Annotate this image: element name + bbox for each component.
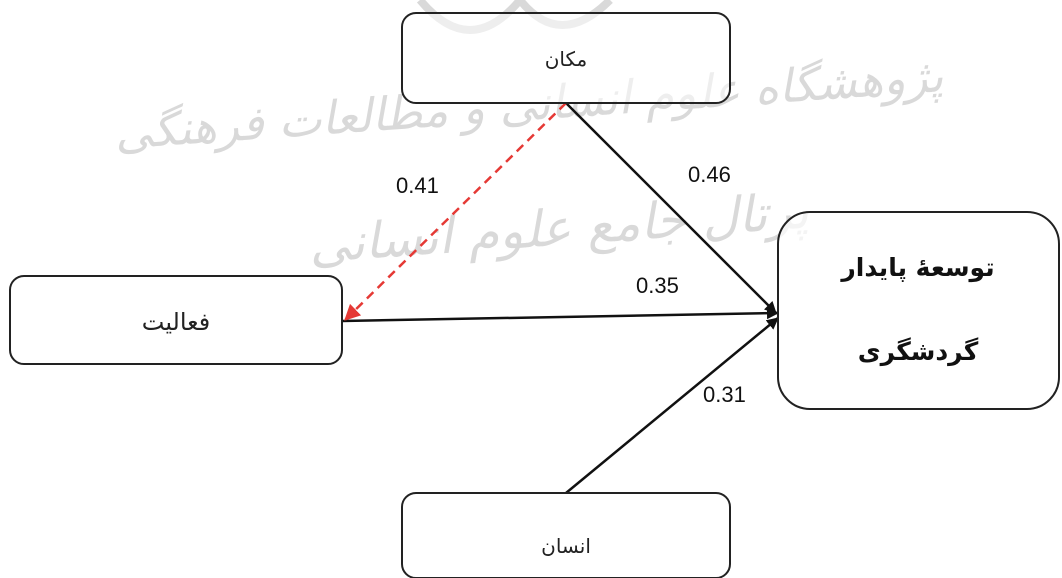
edge-makan-to-faaliyat [344, 102, 567, 321]
edge-ensan-to-target [565, 317, 779, 494]
node-faaliyat-label: فعالیت [142, 308, 210, 336]
node-makan-label: مکان [545, 47, 588, 71]
edge-weight-makan-faaliyat: 0.41 [396, 173, 439, 198]
node-sustainable-tourism: توسعهٔ پایدار گردشگری [777, 211, 1060, 410]
edge-faaliyat-to-target [341, 307, 779, 323]
node-faaliyat-box [9, 275, 343, 365]
edge-makan-to-target [565, 102, 777, 314]
node-makan: مکان [401, 12, 731, 104]
edge-weight-makan-target: 0.46 [688, 162, 731, 187]
edge-weight-faaliyat-target: 0.35 [636, 273, 679, 298]
node-ensan-label: انسان [541, 534, 591, 558]
edge-weight-ensan-target: 0.31 [703, 382, 746, 407]
node-sustainable-tourism-box [777, 211, 1060, 410]
node-sustainable-tourism-label-line1: توسعهٔ پایدار [839, 253, 994, 283]
watermark-text-2: پرتال جامع علوم انسانی [307, 182, 811, 276]
node-makan-box [401, 12, 731, 104]
node-faaliyat: فعالیت [9, 275, 343, 365]
node-ensan: انسان [401, 492, 731, 578]
node-ensan-box [401, 492, 731, 578]
node-sustainable-tourism-label-line2: گردشگری [858, 337, 979, 367]
